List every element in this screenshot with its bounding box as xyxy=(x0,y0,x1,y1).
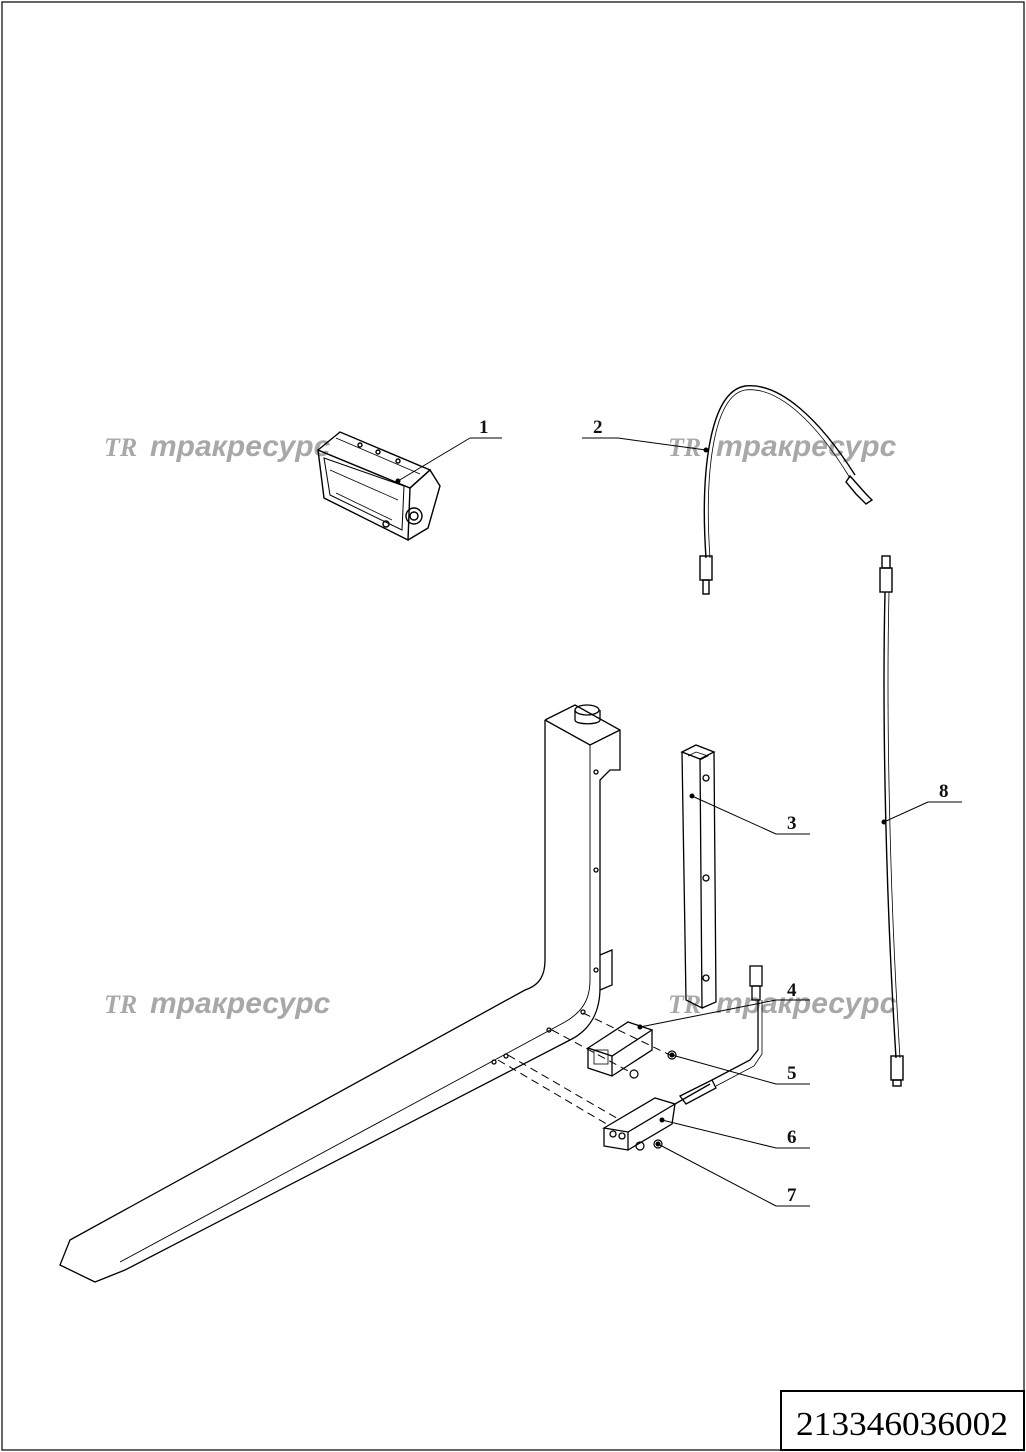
document-number: 213346036002 xyxy=(796,1406,1008,1443)
callout-2: 2 xyxy=(582,417,709,453)
watermark-top-left: TR тракресурс xyxy=(104,430,331,463)
watermark-logo: TR xyxy=(104,433,137,462)
bracket-drawing xyxy=(586,1021,654,1077)
callout-5: 5 xyxy=(669,1052,810,1085)
watermark-text: тракресурс xyxy=(716,430,897,463)
cable-short-drawing xyxy=(699,385,874,595)
cable-long-drawing xyxy=(879,555,904,1087)
camera-drawing xyxy=(602,965,763,1151)
fork-drawing xyxy=(59,704,621,1283)
callout-label: 8 xyxy=(939,781,949,802)
watermark-text: тракресурс xyxy=(150,430,331,463)
screws-drawing xyxy=(629,1050,677,1151)
callout-4: 4 xyxy=(637,980,810,1030)
callout-6: 6 xyxy=(659,1117,810,1149)
watermark-text: тракресурс xyxy=(150,987,331,1020)
mount-channel-drawing xyxy=(680,744,717,1010)
callout-label: 6 xyxy=(787,1127,797,1148)
callout-label: 7 xyxy=(787,1185,797,1206)
callout-label: 4 xyxy=(787,980,797,1001)
monitor-drawing xyxy=(316,431,441,542)
callout-label: 3 xyxy=(787,813,797,834)
callout-label: 1 xyxy=(479,417,489,438)
watermark-logo: TR xyxy=(104,990,137,1019)
watermark-text: тракресурс xyxy=(716,987,897,1020)
assembly-lines xyxy=(497,1012,671,1127)
watermark-top-right: TR тракресурс xyxy=(668,430,897,463)
callout-3: 3 xyxy=(689,793,810,835)
callout-8: 8 xyxy=(881,781,962,825)
watermark-bottom-left: TR тракресурс xyxy=(104,987,331,1020)
callout-7: 7 xyxy=(655,1141,810,1207)
callout-label: 5 xyxy=(787,1063,797,1084)
callout-label: 2 xyxy=(593,417,603,438)
document-number-box: 213346036002 xyxy=(780,1390,1025,1451)
callout-1: 1 xyxy=(395,417,502,484)
